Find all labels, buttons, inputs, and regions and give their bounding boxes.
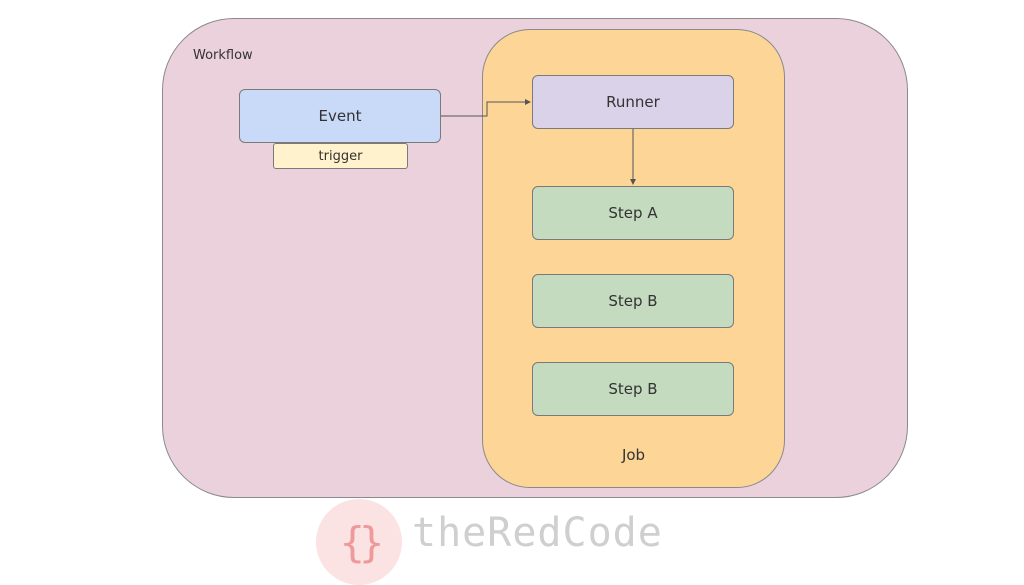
step-label: Step A [608,204,658,222]
step-label: Step B [608,380,658,398]
watermark-logo-icon: {} [316,499,402,585]
event-node: Event [239,89,441,143]
runner-node: Runner [532,75,734,129]
watermark-text: theRedCode [412,510,663,556]
event-to-runner-arrow [441,99,531,117]
step-node: Step A [532,186,734,240]
step-label: Step B [608,292,658,310]
job-label: Job [621,446,646,464]
event-label: Event [318,107,362,125]
step-node: Step B [532,274,734,328]
step-node: Step B [532,362,734,416]
watermark-braces: {} [339,517,385,567]
trigger-label: trigger [318,148,363,164]
runner-label: Runner [606,93,660,111]
workflow-label: Workflow [193,48,253,63]
trigger-node: trigger [273,143,408,169]
